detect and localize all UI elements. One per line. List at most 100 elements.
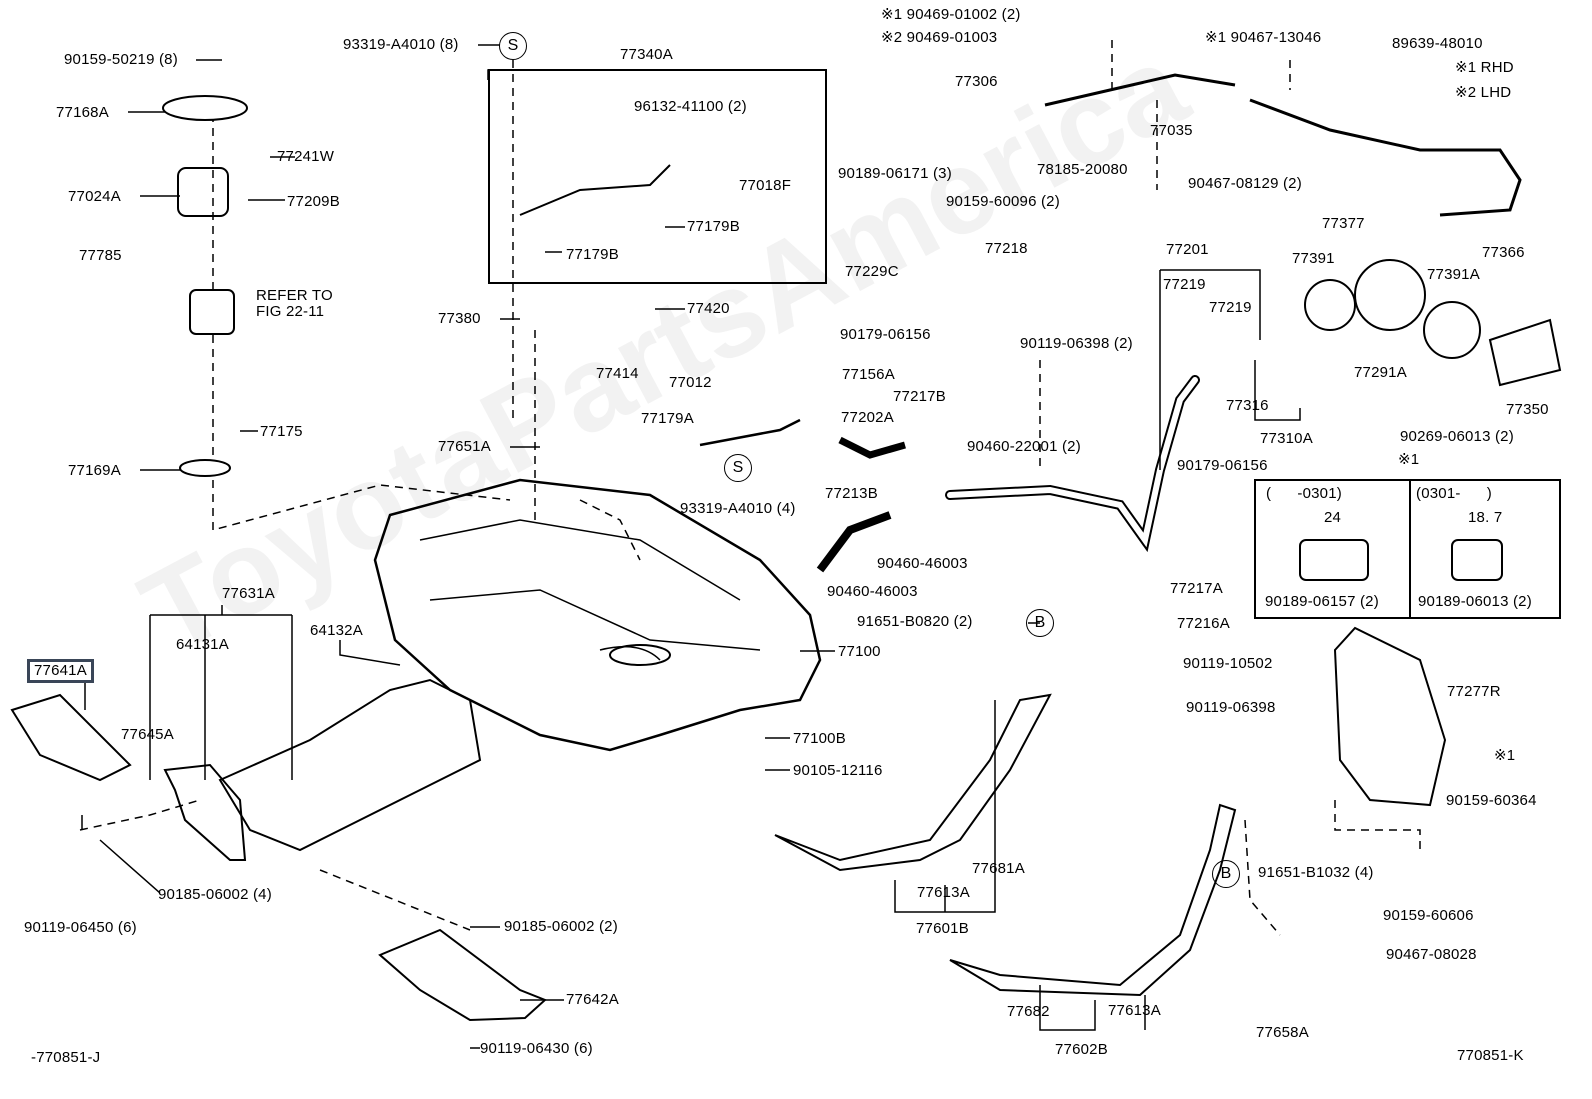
clip-18-7 bbox=[1451, 539, 1503, 581]
part-label: 90159-60364 bbox=[1446, 792, 1537, 809]
part-label: 77420 bbox=[687, 300, 730, 317]
part-label: 90119-06450 (6) bbox=[24, 919, 137, 936]
part-label: 77201 bbox=[1166, 241, 1209, 258]
part-label: 90105-12116 bbox=[793, 762, 883, 779]
part-label: 77100B bbox=[793, 730, 846, 747]
part-label: 90119-10502 bbox=[1183, 655, 1273, 672]
part-label: 96132-41100 (2) bbox=[634, 98, 747, 115]
part-label: 77100 bbox=[838, 643, 881, 660]
date-range-before: ( -0301) bbox=[1266, 485, 1342, 502]
part-label: 77229C bbox=[845, 263, 899, 280]
part-label: 90159-60606 bbox=[1383, 907, 1474, 924]
clip-variant-box bbox=[1254, 479, 1561, 619]
part-label: 77631A bbox=[222, 585, 275, 602]
reference-note: REFER TO bbox=[256, 287, 333, 304]
part-label: 77175 bbox=[260, 423, 303, 440]
part-label: 90189-06013 (2) bbox=[1418, 593, 1532, 610]
part-label: 90460-46003 bbox=[877, 555, 968, 572]
part-label: 77380 bbox=[438, 310, 481, 327]
part-label: 77179A bbox=[641, 410, 694, 427]
part-label: 77035 bbox=[1150, 122, 1193, 139]
variant-note: ※1 bbox=[1398, 451, 1420, 468]
part-label: 77168A bbox=[56, 104, 109, 121]
part-label: 90119-06398 (2) bbox=[1020, 335, 1133, 352]
strap-77601b bbox=[774, 693, 1052, 872]
part-label: 90179-06156 bbox=[840, 326, 931, 343]
part-label: 77316 bbox=[1226, 397, 1269, 414]
part-label: 90185-06002 (4) bbox=[158, 886, 272, 903]
fuel-lid-77350 bbox=[1488, 318, 1562, 387]
part-label: 77219 bbox=[1209, 299, 1252, 316]
part-label: 77291A bbox=[1354, 364, 1407, 381]
fuel-tank bbox=[373, 478, 822, 752]
part-label: 90269-06013 (2) bbox=[1400, 428, 1514, 445]
part-label: 77414 bbox=[596, 365, 639, 382]
part-label: 89639-48010 bbox=[1392, 35, 1483, 52]
variant-note: ※1 bbox=[1494, 747, 1516, 764]
part-label: 77785 bbox=[79, 247, 122, 264]
part-label: 90467-08129 (2) bbox=[1188, 175, 1302, 192]
hose-77213b bbox=[816, 511, 892, 573]
legend-rhd: ※1 RHD bbox=[1455, 59, 1514, 76]
part-label: ※2 90469-01003 bbox=[881, 29, 998, 46]
heat-shield-77641a bbox=[10, 693, 132, 782]
gasket-77391a bbox=[1423, 301, 1481, 359]
part-label: 77169A bbox=[68, 462, 121, 479]
part-label: 77217A bbox=[1170, 580, 1223, 597]
part-label: 90460-46003 bbox=[827, 583, 918, 600]
fuel-cap-77291a bbox=[1354, 259, 1426, 331]
part-label: 77340A bbox=[620, 46, 673, 63]
pump-77024a bbox=[177, 167, 229, 217]
legend-lhd: ※2 LHD bbox=[1455, 84, 1512, 101]
part-label: 77306 bbox=[955, 73, 998, 90]
part-label: 91651-B1032 (4) bbox=[1258, 864, 1374, 881]
part-label: 77601B bbox=[916, 920, 969, 937]
part-label: 77645A bbox=[121, 726, 174, 743]
clip-24 bbox=[1299, 539, 1369, 581]
heat-shield-64132a bbox=[218, 678, 482, 852]
part-label: 90159-60096 (2) bbox=[946, 193, 1060, 210]
heat-shield-77642a bbox=[378, 928, 547, 1022]
dimension-label: 24 bbox=[1324, 509, 1342, 526]
part-label: 77216A bbox=[1177, 615, 1230, 632]
part-label: 77209B bbox=[287, 193, 340, 210]
part-label: 77651A bbox=[438, 438, 491, 455]
part-label: 90119-06398 bbox=[1186, 699, 1276, 716]
part-label: 64132A bbox=[310, 622, 363, 639]
part-label: 64131A bbox=[176, 636, 229, 653]
part-label: 77219 bbox=[1163, 276, 1206, 293]
gauge-77012 bbox=[519, 164, 671, 216]
gasket-77169a bbox=[179, 459, 231, 477]
hose-77202a bbox=[838, 436, 906, 459]
cable-77035 bbox=[1044, 73, 1522, 217]
part-label: 77218 bbox=[985, 240, 1028, 257]
part-label: 90185-06002 (2) bbox=[504, 918, 618, 935]
strap-77602b bbox=[949, 803, 1237, 997]
part-label: 90179-06156 bbox=[1177, 457, 1268, 474]
date-range-after: (0301- ) bbox=[1416, 485, 1492, 502]
part-label: 77613A bbox=[917, 884, 970, 901]
callout-s: S bbox=[724, 454, 752, 482]
heat-shield-64131a bbox=[163, 763, 247, 861]
filter bbox=[189, 289, 235, 335]
part-label: 77377 bbox=[1322, 215, 1365, 232]
part-label: 91651-B0820 (2) bbox=[857, 613, 973, 630]
part-label: 77391A bbox=[1427, 266, 1480, 283]
shield-77277r bbox=[1333, 626, 1447, 807]
part-label: ※1 90467-13046 bbox=[1205, 29, 1322, 46]
part-label: 77391 bbox=[1292, 250, 1335, 267]
tank-pump-opening bbox=[609, 644, 671, 666]
part-label: 77241W bbox=[277, 148, 335, 165]
part-label: 78185-20080 bbox=[1037, 161, 1128, 178]
callout-b: B bbox=[1212, 860, 1240, 888]
part-label: 77682 bbox=[1007, 1003, 1050, 1020]
part-label: 77613A bbox=[1108, 1002, 1161, 1019]
part-label: 90467-08028 bbox=[1386, 946, 1477, 963]
gasket-77391 bbox=[1304, 279, 1356, 331]
dimension-label: 18. 7 bbox=[1468, 509, 1503, 526]
reference-note: FIG 22-11 bbox=[256, 303, 325, 320]
callout-s: S bbox=[499, 32, 527, 60]
part-label: 77658A bbox=[1256, 1024, 1309, 1041]
part-label: 77350 bbox=[1506, 401, 1549, 418]
